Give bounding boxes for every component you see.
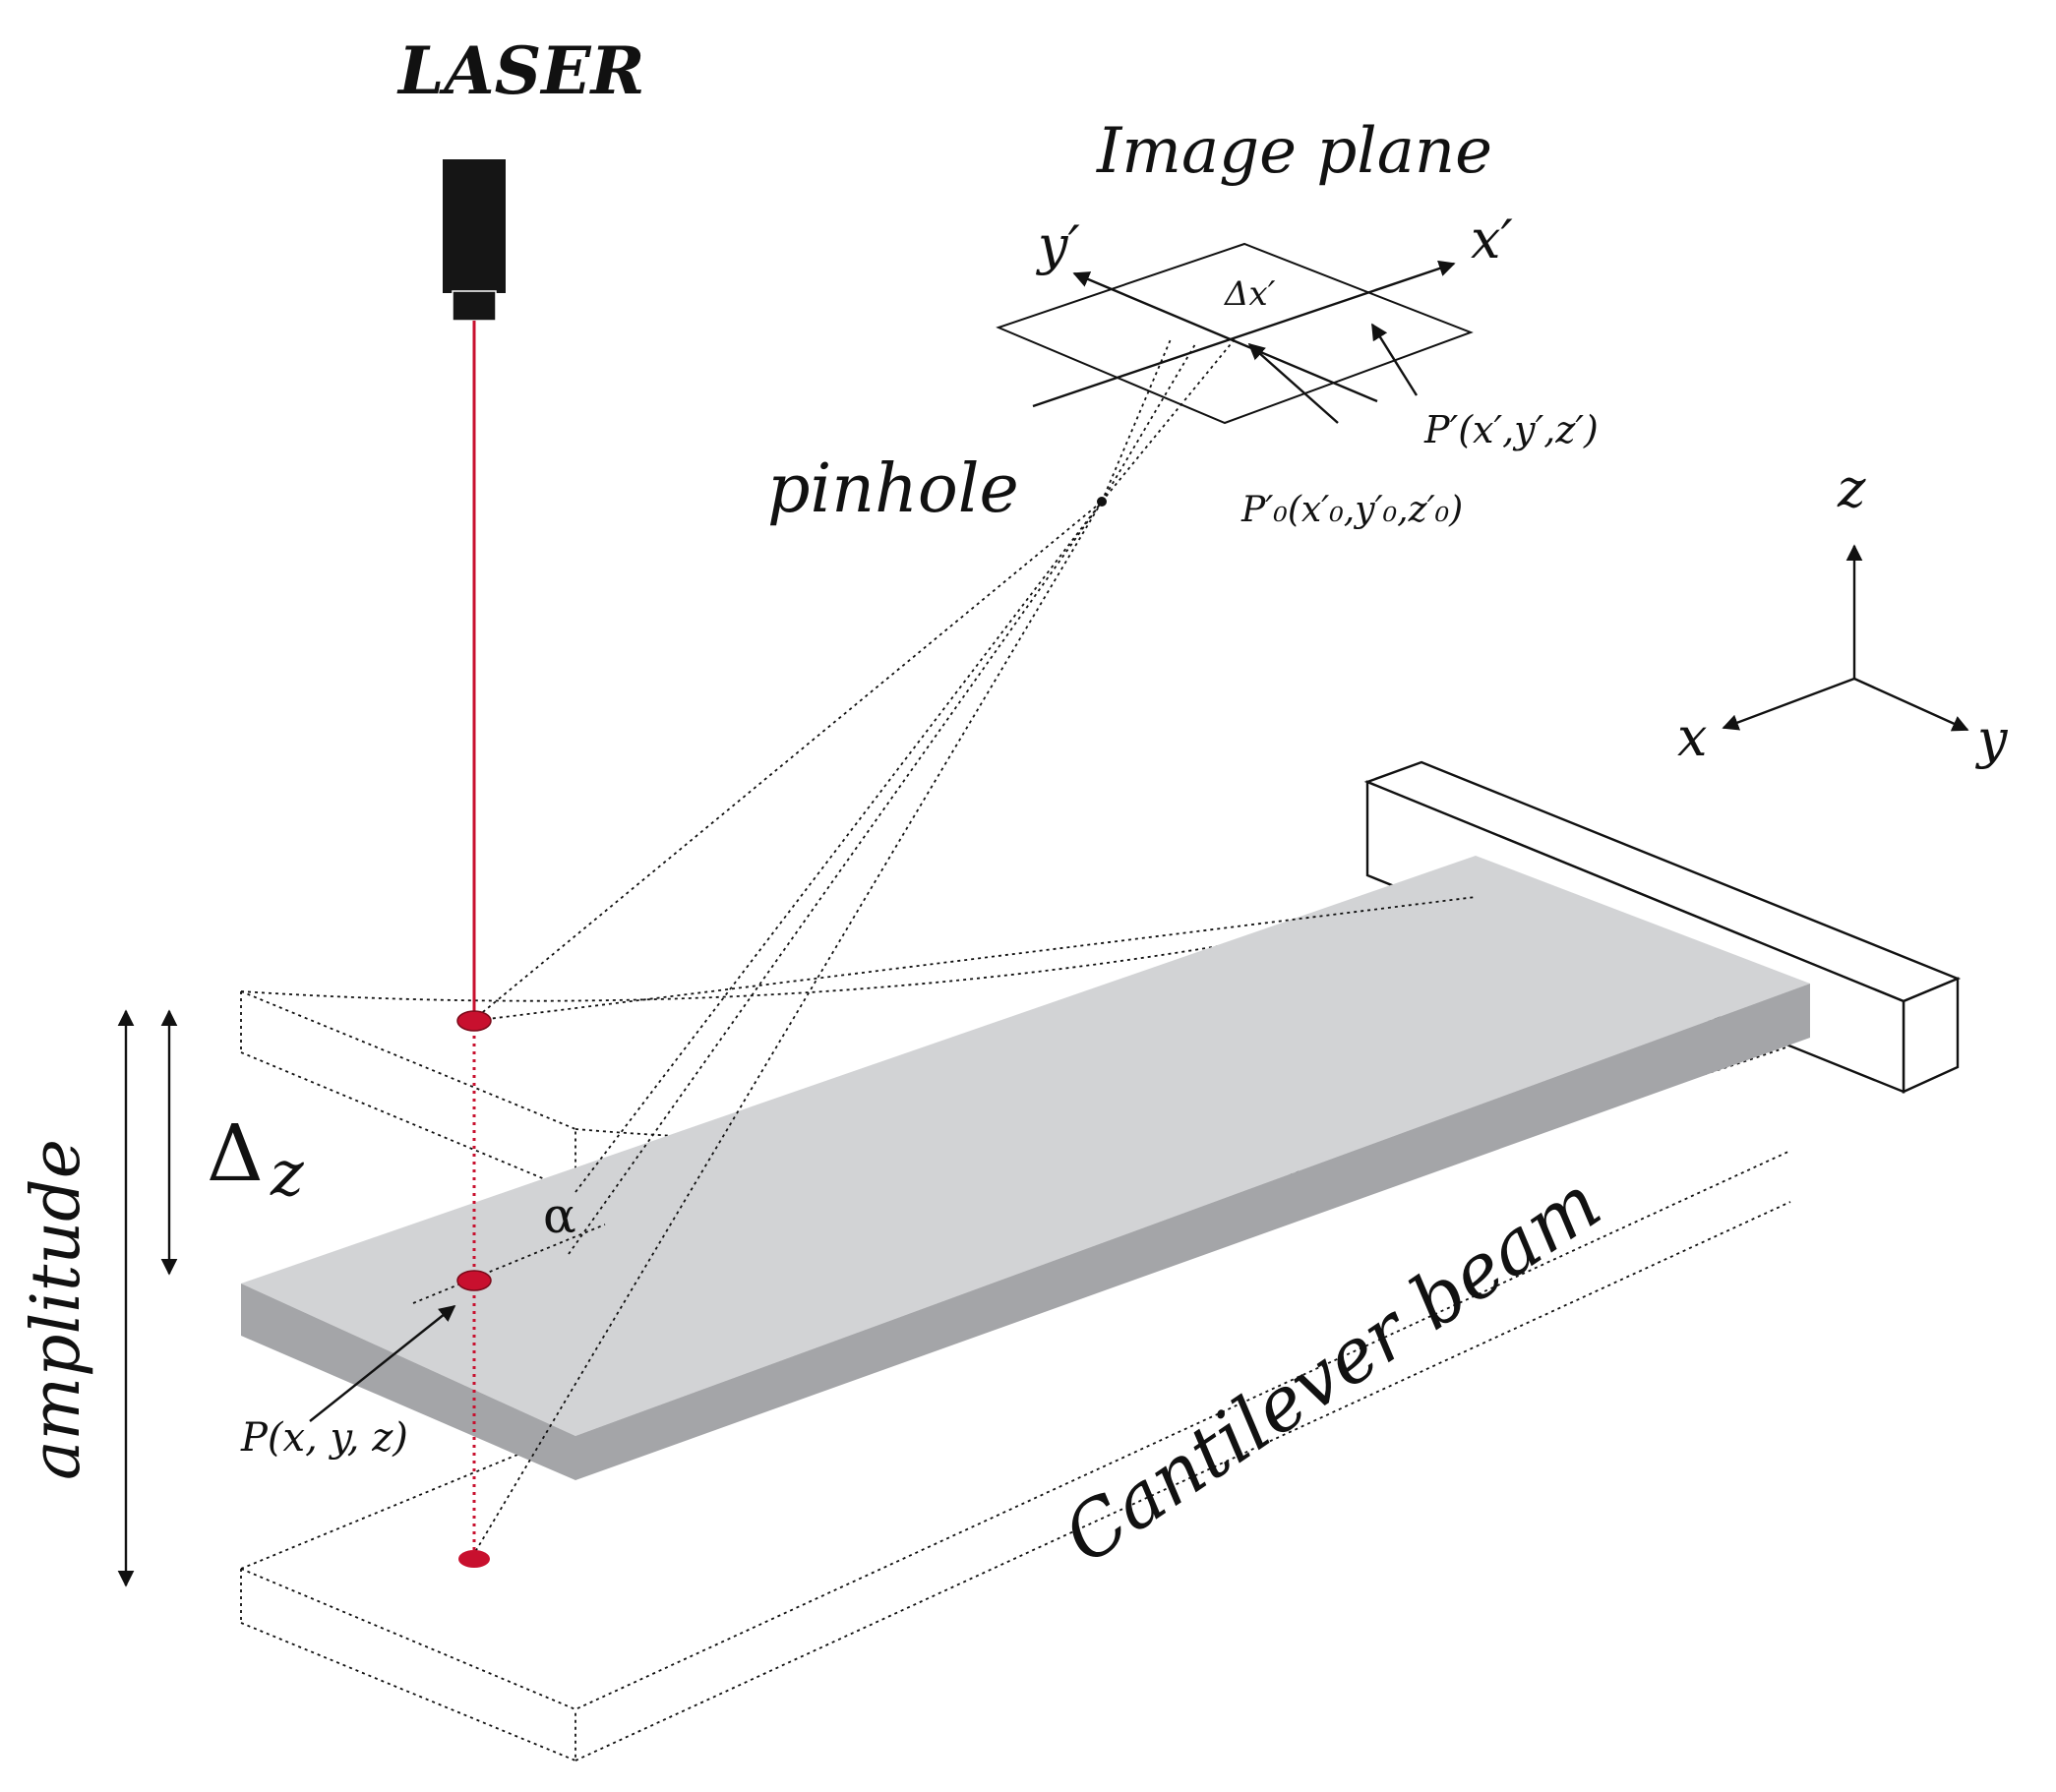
camera-rays — [412, 338, 1477, 1558]
laser-device — [443, 159, 506, 322]
coordinate-axes — [1722, 544, 1969, 732]
image-plane-label: Image plane — [1096, 115, 1492, 188]
p0-prime-label: P′₀(x′₀,y′₀,z′₀) — [1240, 490, 1463, 530]
laser-spot-lower — [458, 1550, 490, 1568]
cantilever-beam-body — [241, 856, 1810, 1480]
amplitude-label: amplitude — [18, 1139, 95, 1480]
image-plane — [996, 242, 1474, 507]
delta-z-variable: z — [270, 1138, 305, 1211]
beam-top-face — [241, 856, 1810, 1436]
axis-y-label: y — [1975, 708, 2009, 770]
x-prime-label: x′ — [1471, 209, 1513, 270]
point-p-label: P(x, y, z) — [240, 1415, 408, 1461]
laser-spot-upper — [456, 1010, 492, 1032]
y-prime-label: y′ — [1036, 214, 1080, 276]
laser-nozzle — [452, 290, 497, 322]
pinhole-label: pinhole — [767, 450, 1019, 528]
axis-z-label: z — [1837, 457, 1866, 519]
lower-beam-outline — [240, 928, 1791, 1762]
point-p-pointer — [309, 1304, 456, 1422]
laser-body — [443, 159, 506, 293]
p-prime-label: P′(x′,y′,z′) — [1423, 408, 1599, 451]
beam-front-face — [241, 1284, 575, 1480]
beam-right-face — [575, 984, 1810, 1480]
delta-symbol: Δ — [207, 1107, 264, 1199]
laser-label: LASER — [396, 32, 644, 109]
delta-x-prime-label: Δx′ — [1223, 274, 1276, 314]
alpha-label: α — [543, 1187, 576, 1244]
laser-spot-middle — [456, 1270, 492, 1291]
axis-x-label: x — [1677, 706, 1707, 768]
